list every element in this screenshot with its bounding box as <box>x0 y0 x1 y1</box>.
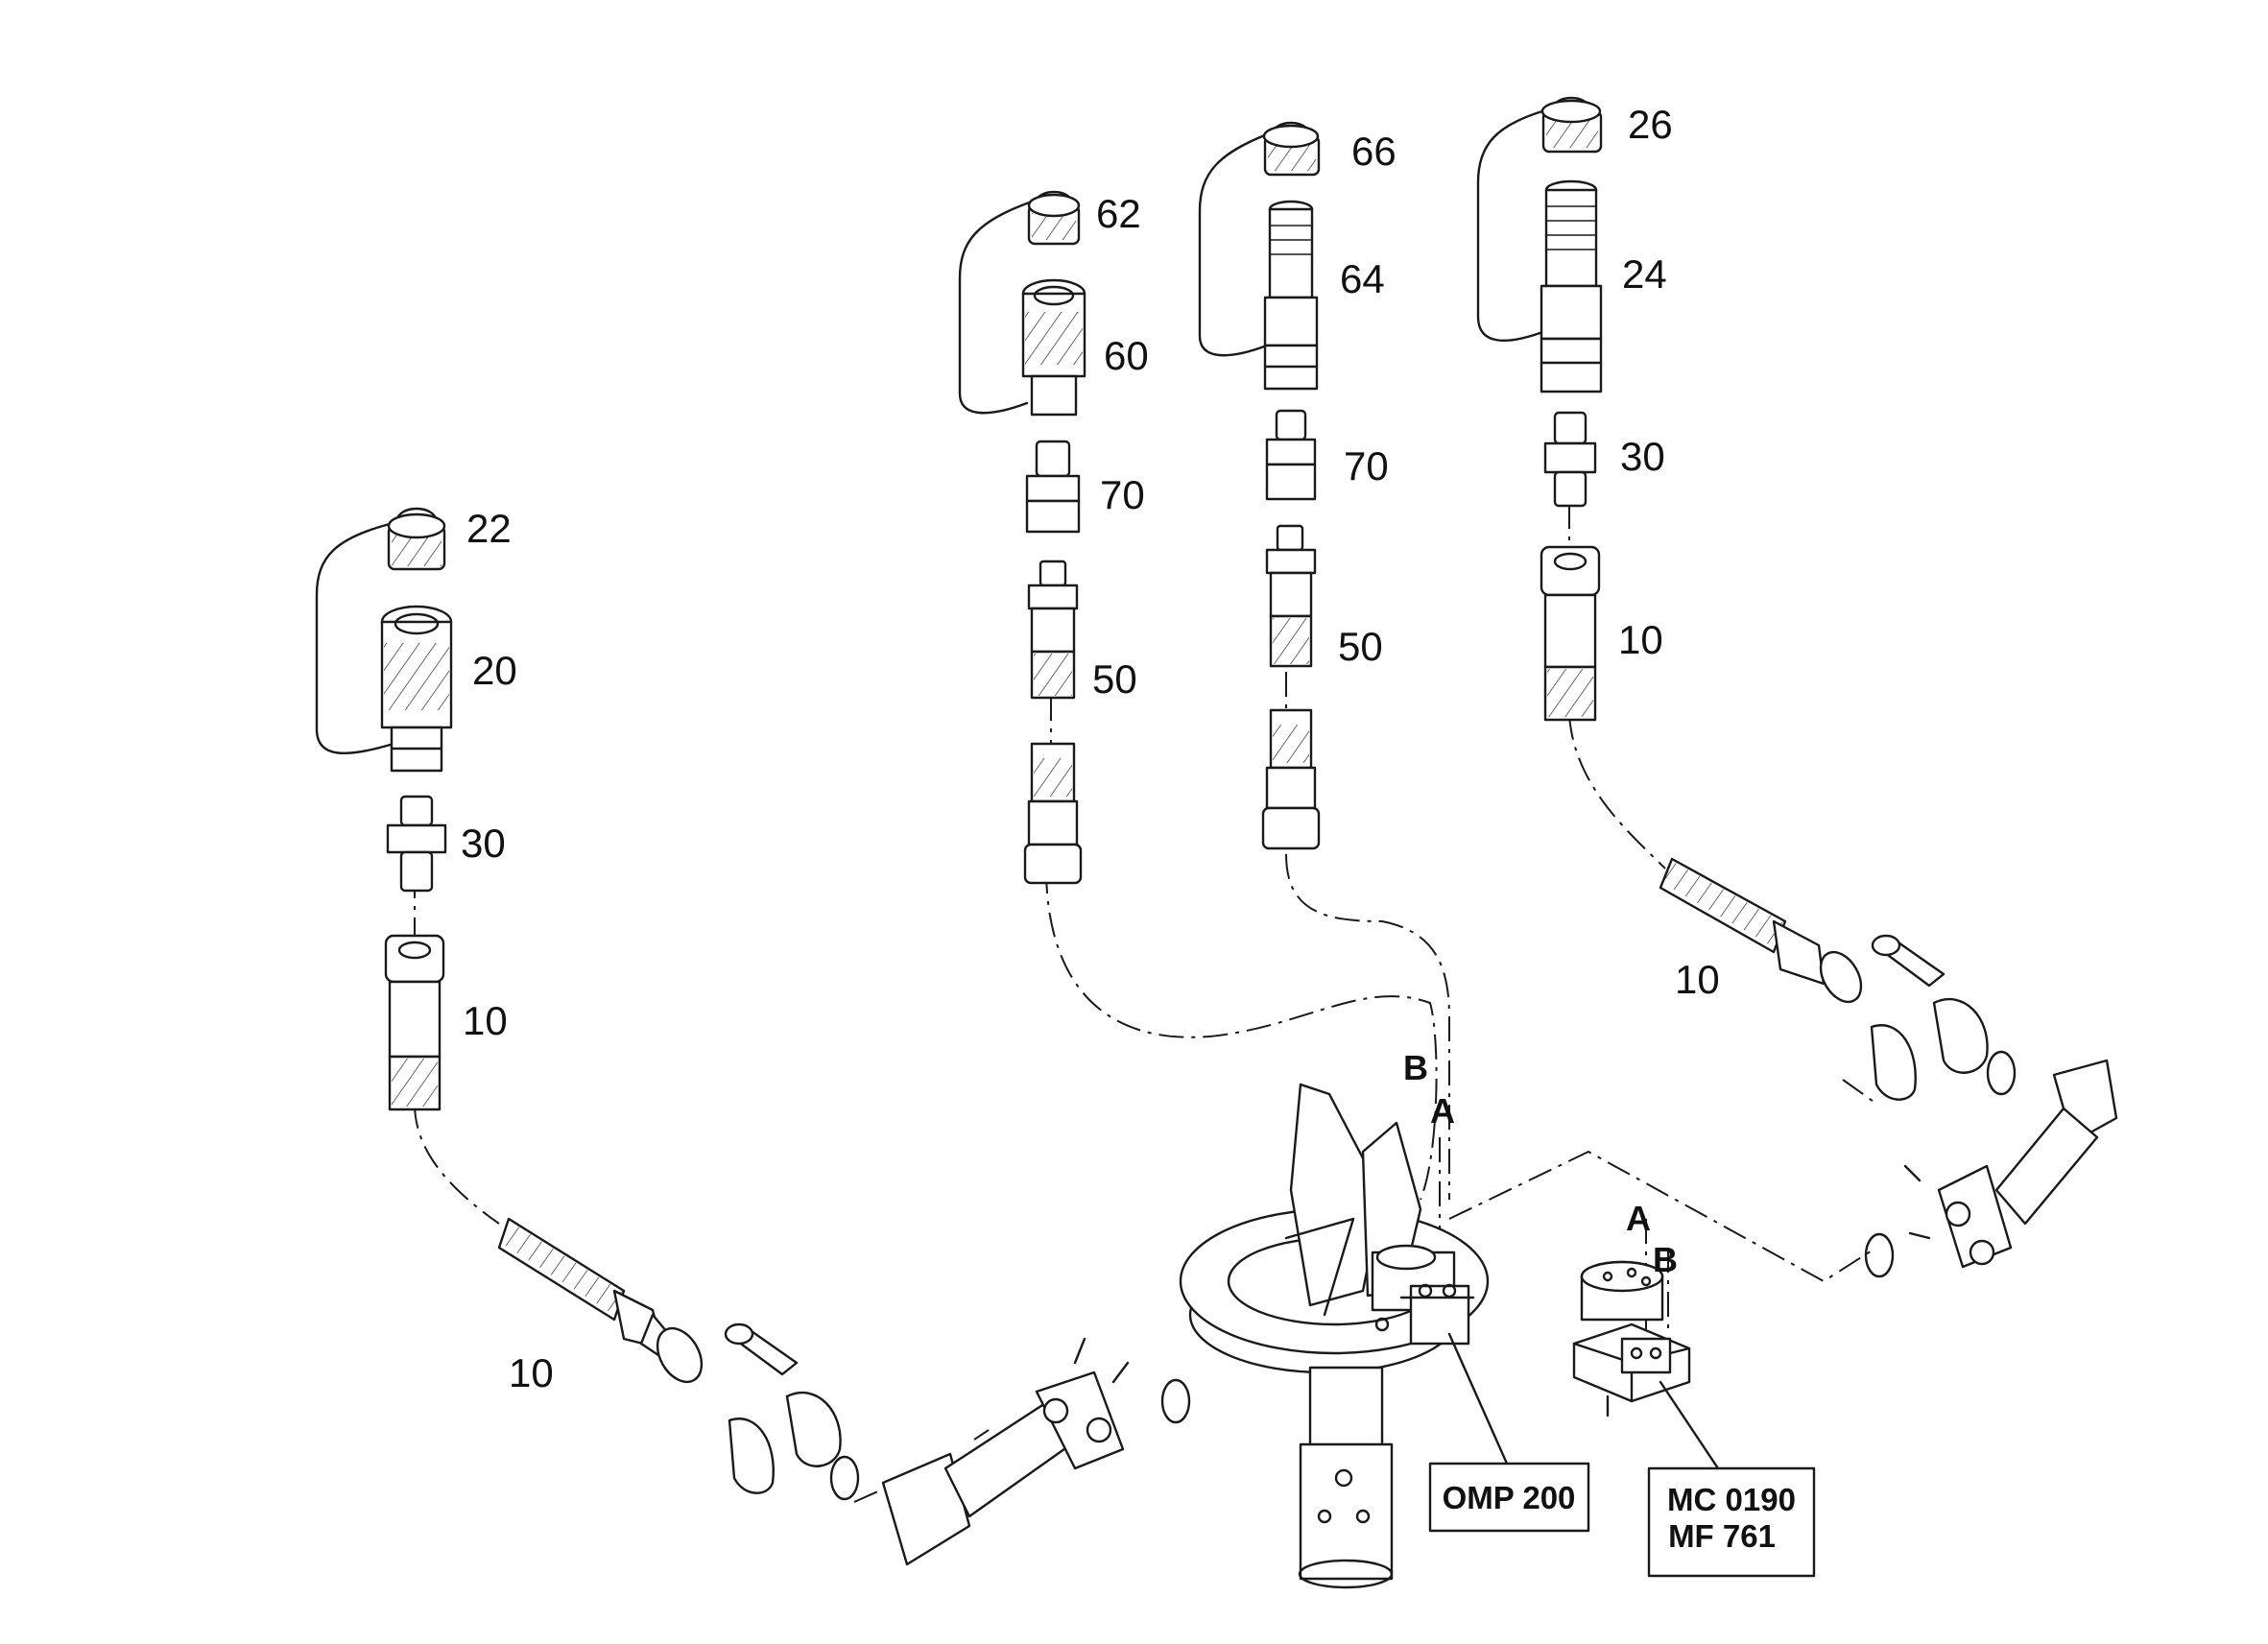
callout-20: 20 <box>472 648 517 693</box>
port-a-mc: A <box>1626 1199 1651 1238</box>
coupling-group-3 <box>1198 121 1321 850</box>
port-a-omp: A <box>1430 1091 1455 1131</box>
callout-10-right-upper: 10 <box>1618 617 1663 662</box>
pedestal-assembly <box>1179 1083 1490 1589</box>
connection-lines <box>414 504 1877 1503</box>
mc0190-motor <box>1572 1260 1691 1418</box>
coupling-group-2 <box>958 190 1086 885</box>
hose-flange-left <box>497 1217 1191 1566</box>
callout-10-right-lower: 10 <box>1675 957 1720 1002</box>
mc-label-line1: MC 0190 <box>1667 1482 1796 1517</box>
omp-label: OMP 200 <box>1443 1480 1576 1515</box>
port-b-omp: B <box>1403 1048 1428 1087</box>
callout-66: 66 <box>1351 129 1397 174</box>
callout-30-left: 30 <box>461 821 506 866</box>
callout-26: 26 <box>1628 102 1673 147</box>
leader-omp <box>1447 1332 1509 1465</box>
coupling-group-4 <box>1476 96 1603 722</box>
callout-60: 60 <box>1104 333 1149 378</box>
callout-10-left-upper: 10 <box>463 998 508 1043</box>
coupling-group-left <box>315 507 453 1111</box>
callout-10-left-lower: 10 <box>509 1350 554 1395</box>
callout-70-a: 70 <box>1100 472 1145 517</box>
leader-mc <box>1659 1380 1720 1470</box>
callout-50-b: 50 <box>1338 624 1383 669</box>
callout-24: 24 <box>1622 251 1667 297</box>
callout-50-a: 50 <box>1092 656 1137 702</box>
callout-64: 64 <box>1340 256 1385 301</box>
omp-box <box>1428 1462 1590 1533</box>
port-b-mc: B <box>1653 1240 1678 1279</box>
mc-label-line2: MF 761 <box>1668 1518 1776 1554</box>
callout-70-b: 70 <box>1344 443 1389 488</box>
callout-30-right: 30 <box>1620 434 1665 479</box>
callout-22: 22 <box>466 506 512 551</box>
mc-box <box>1647 1466 1816 1578</box>
callout-62: 62 <box>1096 191 1141 236</box>
hose-flange-right <box>1659 857 2118 1278</box>
